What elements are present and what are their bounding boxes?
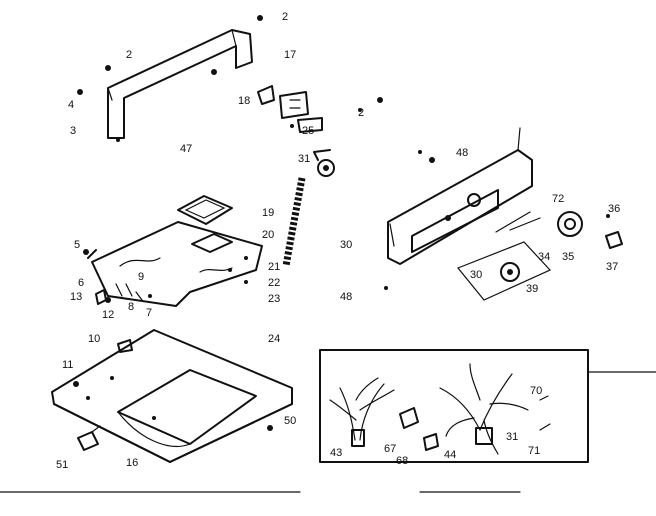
callout-5: 5 — [74, 239, 81, 251]
callout-3-top: 3 — [70, 125, 77, 137]
callout-21: 21 — [268, 261, 281, 273]
callout-6: 6 — [78, 277, 85, 289]
callout-37: 37 — [606, 261, 619, 273]
wiring-inset — [319, 349, 589, 463]
callout-11: 11 — [62, 359, 74, 371]
callout-23: 23 — [268, 293, 281, 305]
callout-31-inset: 31 — [506, 431, 519, 443]
pump-motor — [313, 149, 335, 177]
cabinet-top — [51, 329, 293, 463]
control-panel — [387, 127, 533, 265]
timer-dial — [457, 211, 552, 301]
callout-50: 50 — [284, 415, 297, 427]
callout-31-top: 31 — [298, 153, 311, 165]
callout-25: 25 — [302, 125, 315, 137]
callout-13: 13 — [70, 291, 83, 303]
callout-70: 70 — [530, 385, 543, 397]
callout-34: 34 — [538, 251, 551, 263]
control-knobs — [557, 211, 623, 249]
callout-22: 22 — [268, 277, 281, 289]
callout-19: 19 — [262, 207, 275, 219]
drain-hose — [282, 177, 306, 267]
callout-48-top: 48 — [456, 147, 469, 159]
callout-43: 43 — [330, 447, 343, 459]
callout-2-right: 2 — [358, 107, 365, 119]
callout-10: 10 — [88, 333, 101, 345]
callout-72: 72 — [552, 193, 565, 205]
callout-47: 47 — [180, 143, 193, 155]
callout-36: 36 — [608, 203, 621, 215]
callout-68: 68 — [396, 455, 409, 467]
callout-44: 44 — [444, 449, 457, 461]
timer-switch-parts — [257, 85, 383, 133]
hinge-clip — [77, 425, 101, 451]
callout-71: 71 — [528, 445, 541, 457]
callout-35: 35 — [562, 251, 575, 263]
lid-plate-19 — [177, 195, 233, 225]
callout-17: 17 — [284, 49, 297, 61]
callout-30-panel: 30 — [340, 239, 353, 251]
callout-16: 16 — [126, 457, 139, 469]
callout-4: 4 — [68, 99, 75, 111]
hardware-cluster — [83, 249, 388, 305]
top-frame-20 — [91, 221, 263, 307]
callout-7: 7 — [146, 307, 153, 319]
console-bracket — [77, 15, 263, 142]
callout-2-top: 2 — [282, 11, 289, 23]
callout-48-bottom: 48 — [340, 291, 353, 303]
callout-39: 39 — [526, 283, 539, 295]
callout-67: 67 — [384, 443, 397, 455]
callout-12: 12 — [102, 309, 115, 321]
callout-51: 51 — [56, 459, 69, 471]
callout-30-dial: 30 — [470, 269, 483, 281]
callout-2-left: 2 — [126, 49, 133, 61]
callout-18: 18 — [238, 95, 251, 107]
callout-8: 8 — [128, 301, 135, 313]
callout-20: 20 — [262, 229, 275, 241]
callout-24: 24 — [268, 333, 281, 345]
callout-9: 9 — [138, 271, 145, 283]
